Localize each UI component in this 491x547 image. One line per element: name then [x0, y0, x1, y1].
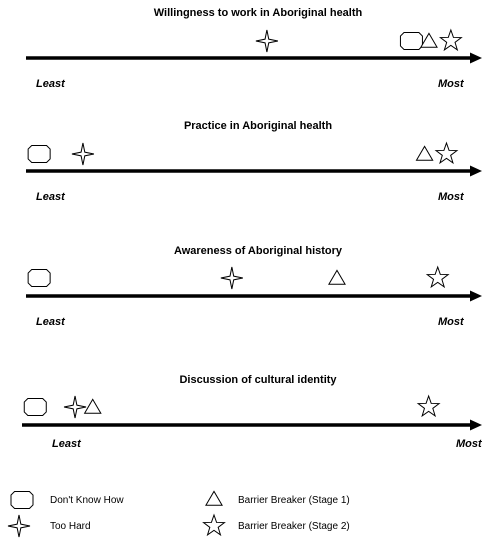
- scale-title: Willingness to work in Aboriginal health: [154, 7, 363, 19]
- too-hard-icon: [7, 514, 31, 538]
- legend-label: Barrier Breaker (Stage 1): [238, 495, 350, 506]
- dont-know-how-icon: [399, 32, 423, 50]
- arrowhead-icon: [470, 419, 482, 431]
- scale-title: Discussion of cultural identity: [179, 374, 337, 386]
- arrowhead-icon: [470, 52, 482, 64]
- barrier-breaker-stage-2-icon: [425, 265, 450, 289]
- barrier-breaker-stage-2-icon: [202, 513, 226, 537]
- barrier-breaker-stage-2-icon: [434, 141, 459, 165]
- most-label: Most: [456, 438, 483, 450]
- too-hard-icon: [255, 29, 278, 53]
- dont-know-how-icon: [27, 145, 51, 163]
- barrier-breaker-stage-1-icon: [415, 145, 434, 161]
- arrowhead-icon: [470, 290, 482, 302]
- legend-item: Barrier Breaker (Stage 1): [205, 490, 350, 506]
- barrier-breaker-stage-1-icon: [419, 32, 438, 48]
- legend-item: Too Hard: [7, 514, 91, 538]
- legend-label: Don't Know How: [50, 495, 124, 506]
- most-label: Most: [438, 316, 465, 328]
- scale-title: Practice in Aboriginal health: [184, 120, 332, 132]
- scale-panel: Willingness to work in Aboriginal health…: [26, 7, 482, 90]
- scale-title: Awareness of Aboriginal history: [174, 245, 343, 257]
- barrier-breaker-stage-1-icon: [205, 490, 223, 506]
- arrowhead-icon: [470, 165, 482, 177]
- least-label: Least: [36, 78, 66, 90]
- least-label: Least: [52, 438, 82, 450]
- legend-label: Too Hard: [50, 521, 91, 532]
- least-label: Least: [36, 316, 66, 328]
- too-hard-icon: [71, 142, 95, 166]
- legend-label: Barrier Breaker (Stage 2): [238, 521, 350, 532]
- dont-know-how-icon: [27, 269, 51, 287]
- barrier-breaker-stage-1-icon: [328, 269, 346, 285]
- legend-item: Barrier Breaker (Stage 2): [202, 513, 350, 537]
- dont-know-how-icon: [23, 398, 47, 416]
- barrier-breaker-stage-1-icon: [83, 398, 102, 414]
- legend: Don't Know How Barrier Breaker (Stage 1) T…: [7, 490, 350, 538]
- legend-item: Don't Know How: [10, 491, 124, 509]
- too-hard-icon: [220, 266, 243, 290]
- barrier-breaker-stage-2-icon: [416, 394, 441, 418]
- most-label: Most: [438, 191, 465, 203]
- most-label: Most: [438, 78, 465, 90]
- barrier-breaker-stage-2-icon: [438, 28, 463, 52]
- least-label: Least: [36, 191, 66, 203]
- dont-know-how-icon: [10, 491, 34, 509]
- too-hard-icon: [63, 395, 87, 419]
